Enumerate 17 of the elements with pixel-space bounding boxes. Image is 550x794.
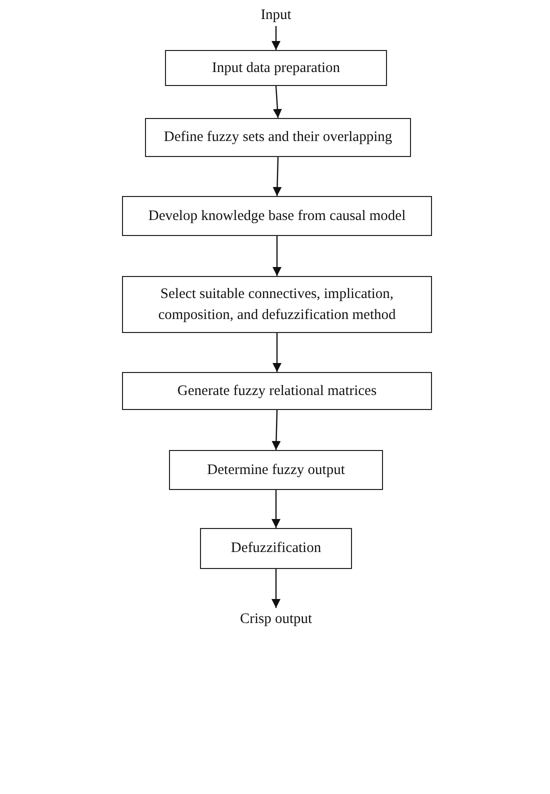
process-box: Input data preparation [165, 50, 387, 86]
process-box: Determine fuzzy output [169, 450, 383, 490]
process-box: Select suitable connectives, implication, composition, and defuzzification method [122, 276, 432, 333]
arrow [272, 333, 282, 372]
arrow [272, 156, 282, 196]
process-box: Develop knowledge base from causal model [122, 196, 432, 236]
terminal-label: Input [260, 6, 292, 25]
process-box: Define fuzzy sets and their overlapping [145, 118, 411, 157]
arrow [272, 569, 280, 608]
process-box: Generate fuzzy relational matrices [122, 372, 432, 410]
terminal-label: Crisp output [240, 610, 312, 629]
arrow [272, 86, 282, 118]
arrow [272, 410, 281, 450]
arrow [272, 26, 280, 50]
process-box: Defuzzification [200, 528, 352, 569]
arrow [272, 490, 280, 528]
arrow [272, 236, 282, 276]
